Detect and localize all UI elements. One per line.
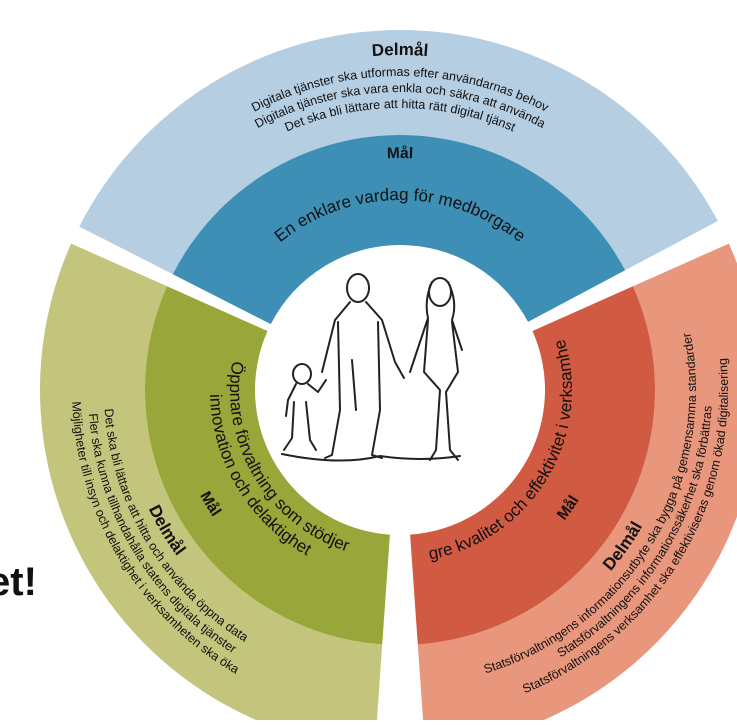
left-inner-ring <box>144 286 390 645</box>
right-outer-ring <box>417 243 737 725</box>
top-inner-ring <box>172 135 626 325</box>
top-outer-ring <box>79 29 718 275</box>
top-delmal-heading: Delmål <box>371 40 429 60</box>
family-icon <box>281 273 463 462</box>
right-inner-ring <box>410 286 656 645</box>
center-circle <box>263 253 537 527</box>
top-mal-heading: Mål <box>387 145 414 162</box>
left-outer-ring <box>40 243 383 725</box>
cropped-heading-fragment: et! <box>0 560 37 604</box>
